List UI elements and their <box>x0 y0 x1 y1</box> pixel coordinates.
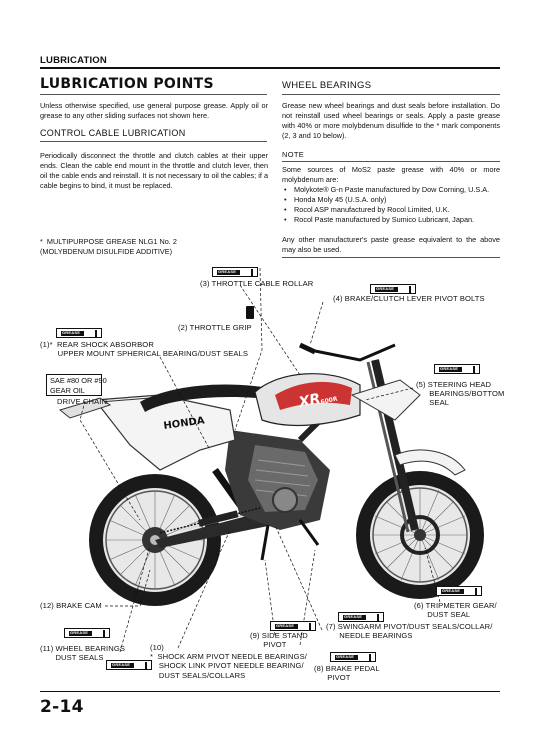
wheel-bearings-rule <box>282 94 500 95</box>
control-cable-heading: CONTROL CABLE LUBRICATION <box>40 128 186 138</box>
grease-badge-icon: GREASE <box>64 628 110 638</box>
page-title: LUBRICATION POINTS <box>40 76 214 92</box>
note-outro: Any other manufacturer's paste grease eq… <box>282 235 500 254</box>
callout-shock-arm-link: (10) * SHOCK ARM PIVOT NEEDLE BEARINGS/ … <box>150 643 307 680</box>
grease-badge-icon: GREASE <box>56 328 102 338</box>
note-heading: NOTE <box>282 150 305 159</box>
wheel-bearings-paragraph: Grease new wheel bearings and dust seals… <box>282 101 500 140</box>
note-bullet: Honda Moly 45 (U.S.A. only) <box>282 195 500 205</box>
wheel-bearings-heading: WHEEL BEARINGS <box>282 80 372 91</box>
note-bullet: Rocol ASP manufactured by Rocol Limited,… <box>282 205 500 215</box>
note-rule <box>282 161 500 162</box>
callout-throttle-cable-roller: (3) THROTTLE CABLE ROLLAR <box>200 279 314 288</box>
sae-gear-oil-box: SAE #80 OR #90 GEAR OIL <box>46 374 107 396</box>
model-sub-logo: 600R <box>320 395 339 405</box>
control-cable-rule <box>40 141 267 142</box>
grease-badge-icon: GREASE <box>436 586 482 596</box>
callout-wheel-bearings: (11) WHEEL BEARINGS DUST SEALS <box>40 644 126 662</box>
page-number: 2-14 <box>40 697 84 717</box>
grease-badge-icon: GREASE <box>338 612 384 622</box>
note-bottom-rule <box>282 257 500 258</box>
callout-tripmeter-gear: (6) TRIPMETER GEAR/ DUST SEAL <box>414 601 497 619</box>
callout-drive-chain: DRIVE CHAIN <box>57 397 108 406</box>
callout-side-stand-pivot: (9) SIDE STAND PIVOT <box>250 631 308 649</box>
grease-badge-icon: GREASE <box>434 364 480 374</box>
grease-badge-icon: GREASE <box>370 284 416 294</box>
title-rule <box>40 94 267 95</box>
callout-throttle-grip: (2) THROTTLE GRIP <box>178 323 252 332</box>
note-bullet-list: Molykote® G-n Paste manufactured by Dow … <box>282 185 500 225</box>
header-rule <box>40 67 500 69</box>
note-intro: Some sources of MoS2 paste grease with 4… <box>282 165 500 184</box>
control-cable-paragraph: Periodically disconnect the throttle and… <box>40 151 268 190</box>
front-wheel-icon <box>356 471 484 599</box>
intro-paragraph: Unless otherwise specified, use general … <box>40 101 268 120</box>
callout-rear-shock-upper-mount: (1)* REAR SHOCK ABSORBOR UPPER MOUNT SPH… <box>40 340 249 358</box>
note-bullet: Molykote® G-n Paste manufactured by Dow … <box>282 185 500 195</box>
grease-badge-icon: GREASE <box>106 660 152 670</box>
note-bullet: Rocol Paste manufactured by Sumico Lubri… <box>282 215 500 225</box>
model-logo: XR <box>297 391 322 411</box>
callout-brake-clutch-lever-pivot: (4) BRAKE/CLUTCH LEVER PIVOT BOLTS <box>333 294 485 303</box>
grease-badge-icon: GREASE <box>270 621 316 631</box>
callout-brake-cam: (12) BRAKE CAM <box>40 601 102 610</box>
section-header: LUBRICATION <box>40 55 107 66</box>
grease-badge-icon: GREASE <box>330 652 376 662</box>
multipurpose-grease-note: * MULTIPURPOSE GREASE NLG1 No. 2 (MOLYBD… <box>40 237 177 256</box>
callout-steering-head: (5) STEERING HEAD BEARINGS/BOTTOM SEAL <box>416 380 505 407</box>
throttle-grip-marker-icon <box>246 306 254 319</box>
grease-badge-icon: GREASE <box>212 267 258 277</box>
callout-swingarm-pivot: (7) SWINGARM PIVOT/DUST SEALS/COLLAR/ NE… <box>326 622 493 640</box>
callout-brake-pedal-pivot: (8) BRAKE PEDAL PIVOT <box>314 664 380 682</box>
footer-rule <box>40 691 500 693</box>
